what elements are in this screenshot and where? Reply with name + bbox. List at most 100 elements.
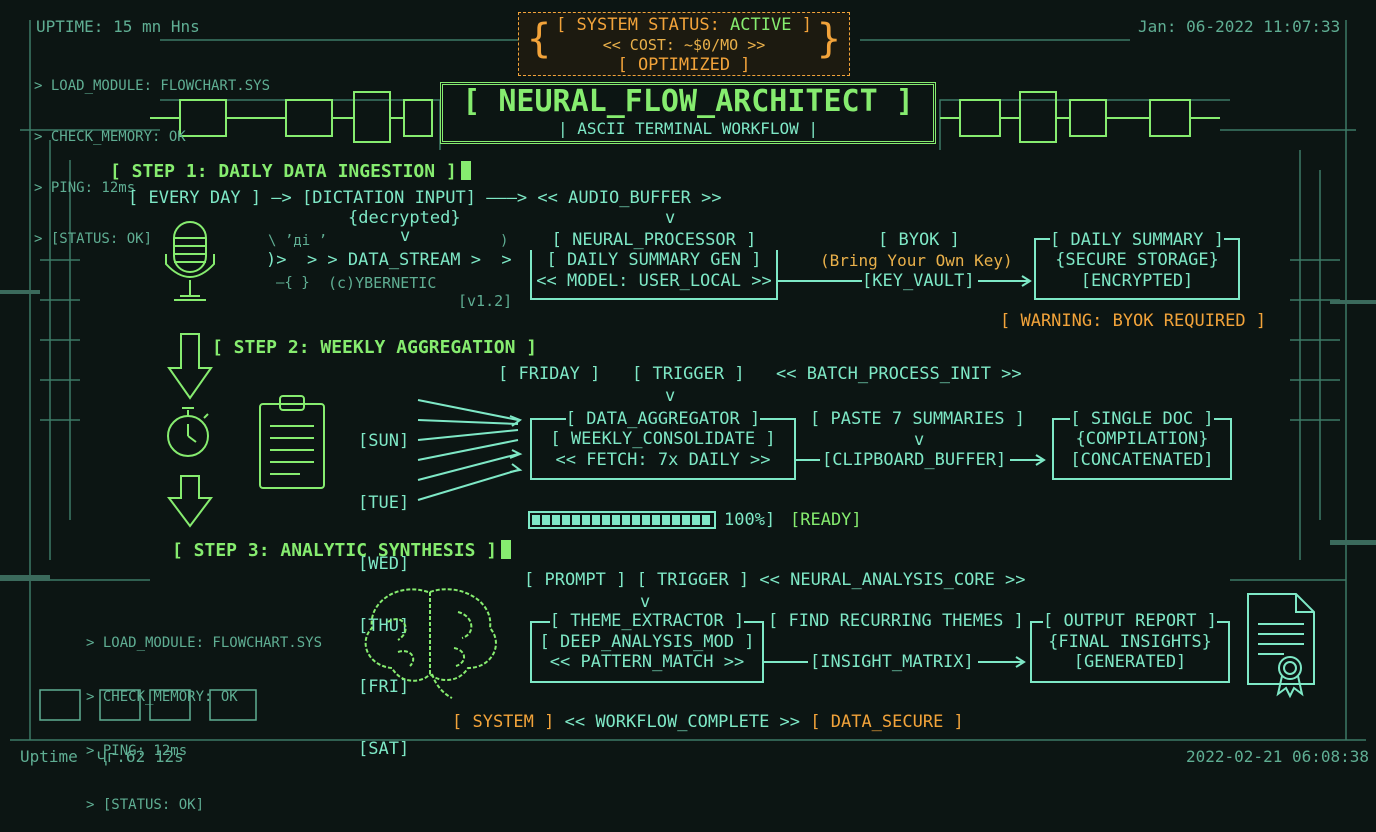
date-top: Jan: 06-2022 11:07:33: [1138, 17, 1341, 36]
summary-line2: {SECURE STORAGE}: [1055, 250, 1219, 270]
log-line: > PING: 12ms: [34, 180, 136, 196]
byok-label: [ BYOK ]: [878, 230, 960, 250]
footer-secure: [ DATA_SECURE ]: [810, 712, 964, 732]
trigger-label: [ TRIGGER ]: [632, 364, 745, 384]
title-box: [ NEURAL_FLOW_ARCHITECT ] | ASCII TERMIN…: [440, 82, 936, 144]
day-item: [FRI]: [358, 677, 410, 697]
step3-prompt-line: [ PROMPT ] [ TRIGGER ] << NEURAL_ANALYSI…: [524, 570, 1026, 590]
summary-title: [ DAILY SUMMARY ]: [1050, 230, 1224, 250]
clipboard-icon: [259, 395, 325, 489]
step3-header-text: [ STEP 3: ANALYTIC SYNTHESIS ]: [172, 540, 498, 561]
certificate-icon: [1247, 593, 1315, 699]
ready-label: [READY]: [790, 510, 862, 530]
version-label: [v1.2]: [458, 292, 513, 310]
warning-label: [ WARNING: BYOK REQUIRED ]: [1000, 311, 1267, 331]
byok-subtitle: (Bring Your Own Key): [820, 251, 1013, 270]
log-line: > LOAD_MODULE: FLOWCHART.SYS: [34, 78, 271, 94]
clipboard-buffer-label: [CLIPBOARD_BUFFER]: [822, 450, 1007, 470]
noise-text: \ ’ді ’: [268, 233, 328, 249]
processor-title: [ NEURAL_PROCESSOR ]: [551, 230, 757, 250]
aggregator-title: [ DATA_AGGREGATOR ]: [565, 409, 761, 429]
paste-label: [ PASTE 7 SUMMARIES ]: [810, 409, 1025, 429]
down-arrow-icon: v: [914, 430, 925, 450]
day-item: [SAT]: [358, 738, 410, 759]
footer-line: [ SYSTEM ] << WORKFLOW_COMPLETE >> [ DAT…: [452, 712, 964, 732]
day-item: [SUN]: [358, 431, 410, 451]
step3-header: [ STEP 3: ANALYTIC SYNTHESIS ]: [172, 540, 512, 561]
log-line: > [STATUS: OK]: [86, 797, 205, 813]
cursor-icon: [460, 161, 471, 180]
status-close: ]: [791, 15, 812, 35]
footer-system: [ SYSTEM ]: [452, 712, 555, 732]
log-bottom: > LOAD_MODULE: FLOWCHART.SYS > CHECK_MEM…: [86, 598, 322, 832]
noise-text: ): [500, 233, 509, 249]
data-stream-label: )> > > DATA_STREAM > >: [266, 250, 512, 270]
report-line1: [ OUTPUT REPORT ]: [1030, 611, 1230, 631]
aggregator-line3: << FETCH: 7x DAILY >>: [555, 450, 771, 470]
date-bottom: 2022-02-21 06:08:38: [1186, 747, 1370, 766]
stopwatch-icon: [167, 407, 209, 457]
doc-title: [ SINGLE DOC ]: [1070, 409, 1214, 429]
status-line: [ SYSTEM STATUS: ACTIVE ]: [519, 15, 849, 35]
log-line: > [STATUS: OK]: [34, 231, 153, 247]
summary-line3: [ENCRYPTED]: [1080, 271, 1194, 291]
down-arrow-icon: [167, 333, 213, 400]
extractor-line1: [ THEME_EXTRACTOR ]: [530, 611, 764, 631]
processor-line1: [ NEURAL_PROCESSOR ]: [530, 230, 778, 250]
right-brace-icon: }: [816, 16, 841, 62]
down-arrow-icon: v: [400, 226, 411, 246]
step1-header-text: [ STEP 1: DAILY DATA INGESTION ]: [110, 161, 457, 182]
friday-label: [ FRIDAY ]: [498, 364, 601, 384]
cybernetic-label: (c)YBERNETIC: [328, 274, 437, 292]
brain-icon: [364, 588, 497, 699]
log-line: > LOAD_MODULE: FLOWCHART.SYS: [86, 635, 323, 651]
log-top: > LOAD_MODULE: FLOWCHART.SYS > CHECK_MEM…: [34, 44, 270, 265]
summary-line1: [ DAILY SUMMARY ]: [1034, 230, 1240, 250]
doc-line2: {COMPILATION}: [1075, 429, 1209, 449]
page-title: [ NEURAL_FLOW_ARCHITECT ]: [462, 84, 914, 119]
day-arrows: [417, 399, 523, 501]
doc-line3: [CONCATENATED]: [1070, 450, 1214, 470]
processor-line2: [ DAILY SUMMARY GEN ]: [546, 250, 762, 270]
down-arrow-icon: v: [665, 208, 676, 228]
report-line3: [GENERATED]: [1073, 652, 1187, 672]
optimized-line: [ OPTIMIZED ]: [617, 55, 751, 75]
down-arrow-icon: v: [640, 592, 651, 612]
microphone-icon: [165, 221, 215, 301]
day-item: [WED]: [358, 554, 410, 574]
progress-bar: [528, 511, 716, 529]
extractor-line2: [ DEEP_ANALYSIS_MOD ]: [539, 632, 755, 652]
aggregator-line2: [ WEEKLY_CONSOLIDATE ]: [550, 429, 776, 449]
uptime-bottom: Uptime Ҷг.62 12s: [20, 747, 184, 766]
report-title: [ OUTPUT REPORT ]: [1043, 611, 1217, 631]
processor-line3: << MODEL: USER_LOCAL >>: [536, 271, 772, 291]
log-line: > CHECK_MEMORY: OK: [34, 129, 186, 145]
day-item: [TUE]: [358, 492, 410, 513]
system-status-panel: { } [ SYSTEM STATUS: ACTIVE ] << COST: ~…: [518, 12, 850, 76]
step1-header: [ STEP 1: DAILY DATA INGESTION ]: [110, 161, 471, 182]
extractor-line3: << PATTERN_MATCH >>: [549, 652, 745, 672]
step1-flow-line: [ EVERY DAY ] —> [DICTATION INPUT] ———> …: [128, 188, 722, 208]
noise-text: —{ }: [276, 275, 310, 291]
key-vault-label: [KEY_VAULT]: [862, 271, 975, 291]
progress-label: 100%]: [724, 510, 776, 530]
down-arrow-icon: [167, 475, 213, 528]
aggregator-line1: [ DATA_AGGREGATOR ]: [530, 409, 796, 429]
day-list: [SUN] [TUE] [WED] [THU] [FRI] [SAT]: [358, 390, 409, 780]
left-brace-icon: {: [527, 16, 552, 62]
progress-fill: [532, 515, 712, 525]
extractor-title: [ THEME_EXTRACTOR ]: [549, 611, 745, 631]
doc-line1: [ SINGLE DOC ]: [1052, 409, 1232, 429]
status-label: [ SYSTEM STATUS:: [556, 15, 731, 35]
log-line: > PING: 12ms: [86, 743, 188, 759]
decrypted-label: {decrypted}: [348, 208, 461, 228]
footer-complete: << WORKFLOW_COMPLETE >>: [564, 712, 801, 732]
page-subtitle: | ASCII TERMINAL WORKFLOW |: [557, 119, 819, 138]
report-line2: {FINAL INSIGHTS}: [1048, 632, 1212, 652]
step2-header: [ STEP 2: WEEKLY AGGREGATION ]: [212, 337, 538, 358]
arrow-connector: [764, 656, 1026, 668]
arrow-connector: [796, 454, 1046, 466]
uptime-top: UPTIME: 15 mn Hns: [36, 17, 200, 36]
insight-matrix-label: [INSIGHT_MATRIX]: [810, 652, 974, 672]
batch-label: << BATCH_PROCESS_INIT >>: [776, 364, 1022, 384]
